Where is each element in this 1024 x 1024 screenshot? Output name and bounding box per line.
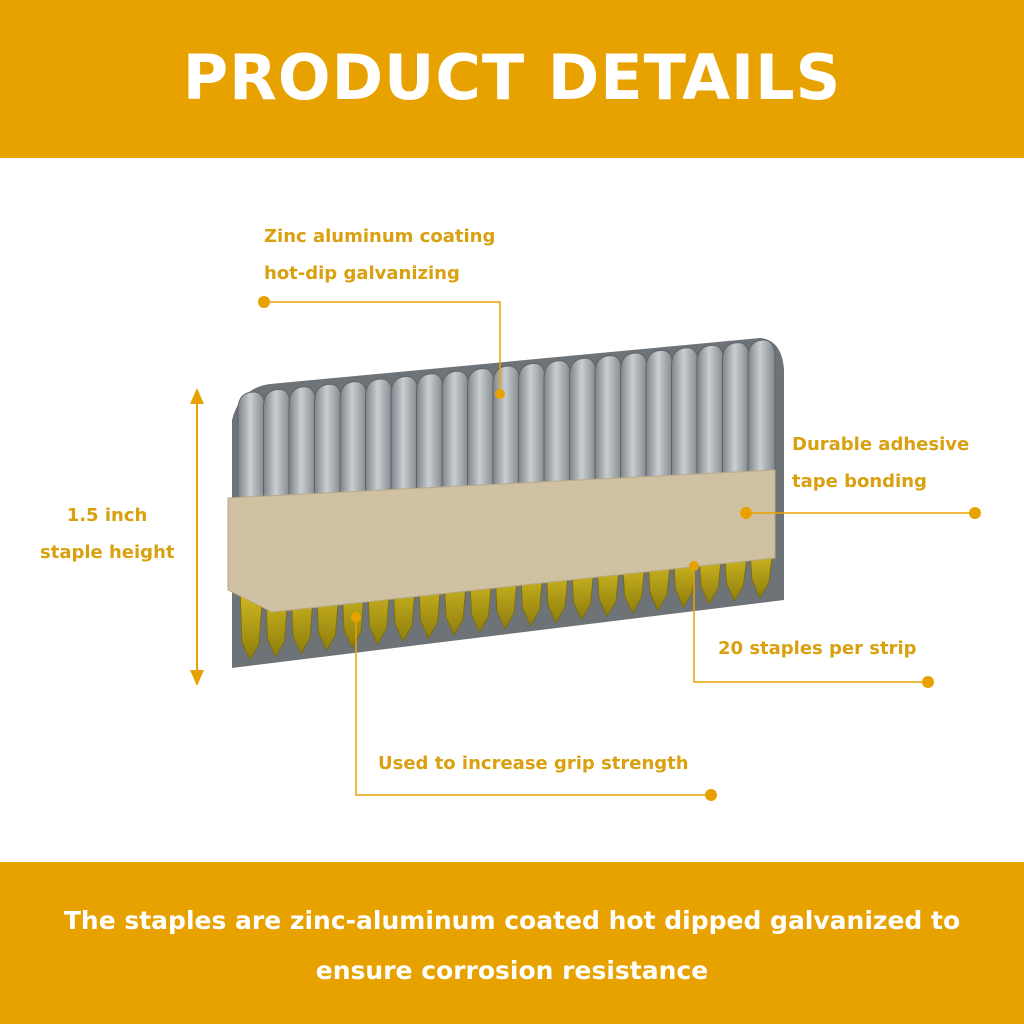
leader-lines <box>264 301 975 796</box>
coating-end-dot <box>495 389 505 399</box>
count-label: 20 staples per strip <box>718 638 917 659</box>
leader-dots <box>258 296 981 801</box>
annotation-coating: Zinc aluminum coating hot-dip galvanizin… <box>264 218 495 292</box>
adhesive-label-1: Durable adhesive <box>792 434 970 455</box>
grip-dot <box>351 612 361 622</box>
footer-banner <box>0 862 1024 1024</box>
header-banner <box>0 0 1024 158</box>
count-end-dot <box>922 676 934 688</box>
coating-label-2: hot-dip galvanizing <box>264 263 460 284</box>
coating-dot <box>258 296 270 308</box>
adhesive-label-2: tape bonding <box>792 471 927 492</box>
adhesive-end-dot <box>969 507 981 519</box>
count-dot <box>689 561 699 571</box>
adhesive-dot <box>740 507 752 519</box>
annotation-grip: Used to increase grip strength <box>378 745 689 782</box>
page-title: PRODUCT DETAILS <box>182 41 842 114</box>
annotation-count: 20 staples per strip <box>718 630 917 667</box>
grip-label: Used to increase grip strength <box>378 753 689 774</box>
annotation-adhesive: Durable adhesive tape bonding <box>792 426 969 500</box>
height-label-1: 1.5 inch <box>66 505 148 526</box>
footer-description: The staples are zinc-aluminum coated hot… <box>0 896 1024 996</box>
adhesive-tape <box>227 469 776 613</box>
footer-line-1: The staples are zinc-aluminum coated hot… <box>63 906 961 935</box>
height-label-2: staple height <box>40 542 175 563</box>
height-arrow <box>190 388 204 686</box>
annotation-height: 1.5 inch staple height <box>40 497 175 571</box>
footer-line-2: ensure corrosion resistance <box>315 956 709 985</box>
grip-end-dot <box>705 789 717 801</box>
coating-label-1: Zinc aluminum coating <box>264 226 496 247</box>
